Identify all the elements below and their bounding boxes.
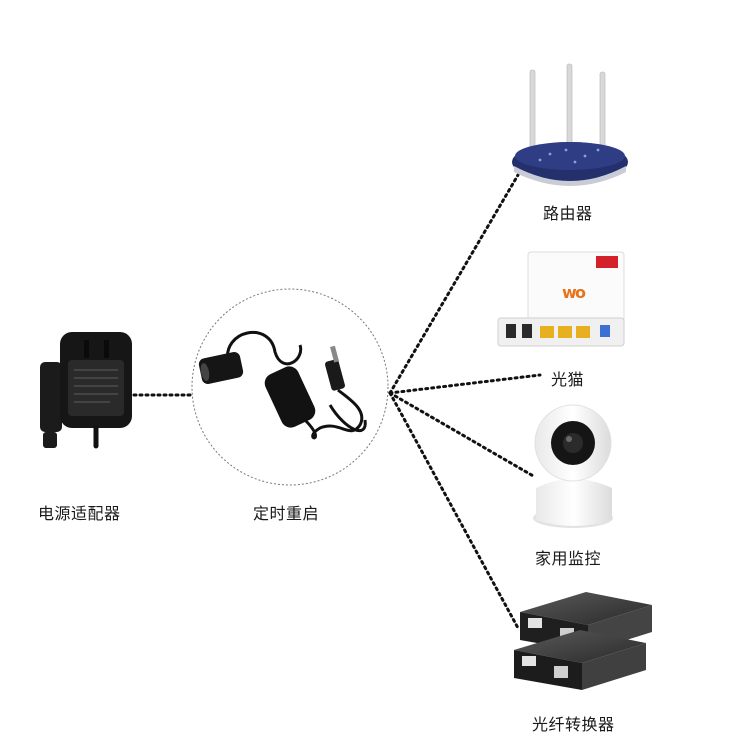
label-optical-modem: 光猫	[551, 370, 585, 389]
label-fiber-converter: 光纤转换器	[532, 715, 615, 734]
line-timer-to-router	[388, 173, 520, 395]
label-timer-restart: 定时重启	[253, 504, 320, 523]
security-camera-icon	[533, 404, 613, 528]
label-router: 路由器	[543, 204, 593, 223]
svg-text:w: w	[562, 283, 577, 302]
connector-lines	[132, 173, 542, 630]
timer-cable-icon	[191, 288, 389, 486]
line-timer-to-fiber-converter	[388, 391, 520, 630]
media-converter-icon	[514, 592, 652, 690]
optical-modem-icon: w o	[497, 251, 625, 347]
line-timer-to-camera	[388, 391, 537, 479]
line-timer-to-modem	[388, 373, 542, 395]
wifi-router-icon	[512, 63, 628, 186]
label-home-camera: 家用监控	[535, 549, 602, 568]
power-adapter-icon	[40, 332, 132, 449]
label-power-adapter: 电源适配器	[38, 504, 121, 523]
svg-text:o: o	[575, 283, 586, 302]
